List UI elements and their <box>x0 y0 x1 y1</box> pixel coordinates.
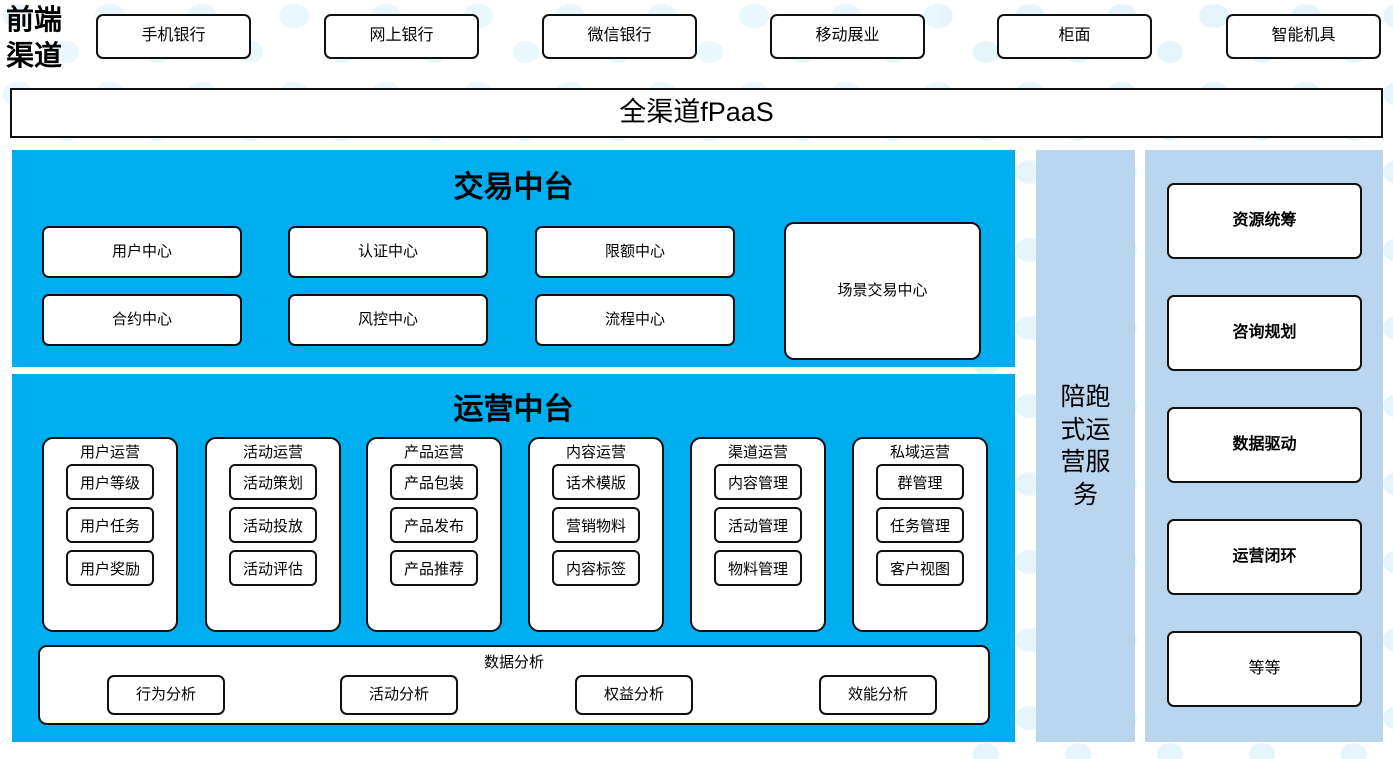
data-analysis-item-rights[interactable]: 权益分析 <box>575 675 693 715</box>
ops-item[interactable]: 活动评估 <box>229 550 317 586</box>
service-column-line-4: 务 <box>1072 480 1098 509</box>
ops-group-product-operation[interactable]: 产品运营 产品包装 产品发布 产品推荐 <box>366 437 502 632</box>
ops-platform-title: 运营中台 <box>453 393 574 426</box>
ops-item[interactable]: 用户等级 <box>66 464 154 500</box>
ops-item[interactable]: 营销物料 <box>552 507 640 543</box>
channel-box-mobile-biz[interactable]: 移动展业 <box>770 14 925 59</box>
service-capability-panel: 资源统筹 咨询规划 数据驱动 运营闭环 等等 <box>1145 150 1383 742</box>
data-analysis-item-efficiency[interactable]: 效能分析 <box>819 675 937 715</box>
trade-box-process-center[interactable]: 流程中心 <box>535 294 735 346</box>
trade-box-auth-center[interactable]: 认证中心 <box>288 226 488 278</box>
ops-item[interactable]: 活动投放 <box>229 507 317 543</box>
ops-item[interactable]: 群管理 <box>876 464 964 500</box>
front-end-channel-label-line1: 前端 <box>6 5 63 36</box>
ops-item[interactable]: 活动策划 <box>229 464 317 500</box>
ops-group-title: 私域运营 <box>889 444 950 461</box>
data-analysis-title: 数据分析 <box>483 654 544 671</box>
ops-group-private-domain-operation[interactable]: 私域运营 群管理 任务管理 客户视图 <box>852 437 988 632</box>
service-column-line-1: 陪跑 <box>1060 383 1111 411</box>
ops-item[interactable]: 物料管理 <box>714 550 802 586</box>
channel-box-mobile-bank[interactable]: 手机银行 <box>96 14 251 59</box>
ops-group-title: 产品运营 <box>403 444 464 461</box>
ops-item[interactable]: 话术模版 <box>552 464 640 500</box>
service-box-consulting-planning[interactable]: 咨询规划 <box>1167 295 1362 371</box>
ops-item[interactable]: 产品推荐 <box>390 550 478 586</box>
channel-box-wechat-bank[interactable]: 微信银行 <box>542 14 697 59</box>
data-analysis-item-activity[interactable]: 活动分析 <box>340 675 458 715</box>
trade-box-limit-center[interactable]: 限额中心 <box>535 226 735 278</box>
ops-group-content-operation[interactable]: 内容运营 话术模版 营销物料 内容标签 <box>528 437 664 632</box>
accompanying-operation-service-column: 陪跑 式运 营服 务 <box>1036 150 1135 742</box>
service-box-operation-closed-loop[interactable]: 运营闭环 <box>1167 519 1362 595</box>
channel-box-smart-machine[interactable]: 智能机具 <box>1226 14 1381 59</box>
data-analysis-strip: 数据分析 行为分析 活动分析 权益分析 效能分析 <box>38 645 990 725</box>
service-box-resource-coordination[interactable]: 资源统筹 <box>1167 183 1362 259</box>
ops-group-title: 内容运营 <box>565 444 626 461</box>
ops-item[interactable]: 产品包装 <box>390 464 478 500</box>
front-end-channel-label-line2: 渠道 <box>6 40 63 72</box>
service-column-line-2: 式运 <box>1060 415 1111 444</box>
trade-box-risk-center[interactable]: 风控中心 <box>288 294 488 346</box>
ops-item[interactable]: 内容标签 <box>552 550 640 586</box>
ops-group-title: 渠道运营 <box>727 444 788 461</box>
trade-box-contract-center[interactable]: 合约中心 <box>42 294 242 346</box>
ops-item[interactable]: 产品发布 <box>390 507 478 543</box>
ops-group-activity-operation[interactable]: 活动运营 活动策划 活动投放 活动评估 <box>205 437 341 632</box>
trade-box-user-center[interactable]: 用户中心 <box>42 226 242 278</box>
ops-item[interactable]: 客户视图 <box>876 550 964 586</box>
channel-box-online-bank[interactable]: 网上银行 <box>324 14 479 59</box>
front-end-channel-row: 前端 渠道 手机银行 网上银行 微信银行 移动展业 柜面 智能机具 <box>0 0 1393 82</box>
ops-item[interactable]: 用户任务 <box>66 507 154 543</box>
fpaas-bar[interactable]: 全渠道fPaaS <box>10 88 1383 138</box>
service-box-data-driven[interactable]: 数据驱动 <box>1167 407 1362 483</box>
ops-group-title: 活动运营 <box>242 444 303 461</box>
trade-box-scene-transaction-center[interactable]: 场景交易中心 <box>784 222 981 360</box>
service-column-text: 陪跑 式运 营服 务 <box>1055 381 1117 511</box>
ops-item[interactable]: 内容管理 <box>714 464 802 500</box>
data-analysis-item-behavior[interactable]: 行为分析 <box>107 675 225 715</box>
service-box-etc[interactable]: 等等 <box>1167 631 1362 707</box>
ops-group-title: 用户运营 <box>79 444 140 461</box>
ops-group-user-operation[interactable]: 用户运营 用户等级 用户任务 用户奖励 <box>42 437 178 632</box>
trade-platform-title: 交易中台 <box>453 171 574 204</box>
ops-item[interactable]: 活动管理 <box>714 507 802 543</box>
ops-item[interactable]: 用户奖励 <box>66 550 154 586</box>
service-column-line-3: 营服 <box>1060 448 1111 476</box>
ops-group-channel-operation[interactable]: 渠道运营 内容管理 活动管理 物料管理 <box>690 437 826 632</box>
front-end-channel-label: 前端 渠道 <box>6 3 84 77</box>
ops-item[interactable]: 任务管理 <box>876 507 964 543</box>
channel-box-counter[interactable]: 柜面 <box>997 14 1152 59</box>
